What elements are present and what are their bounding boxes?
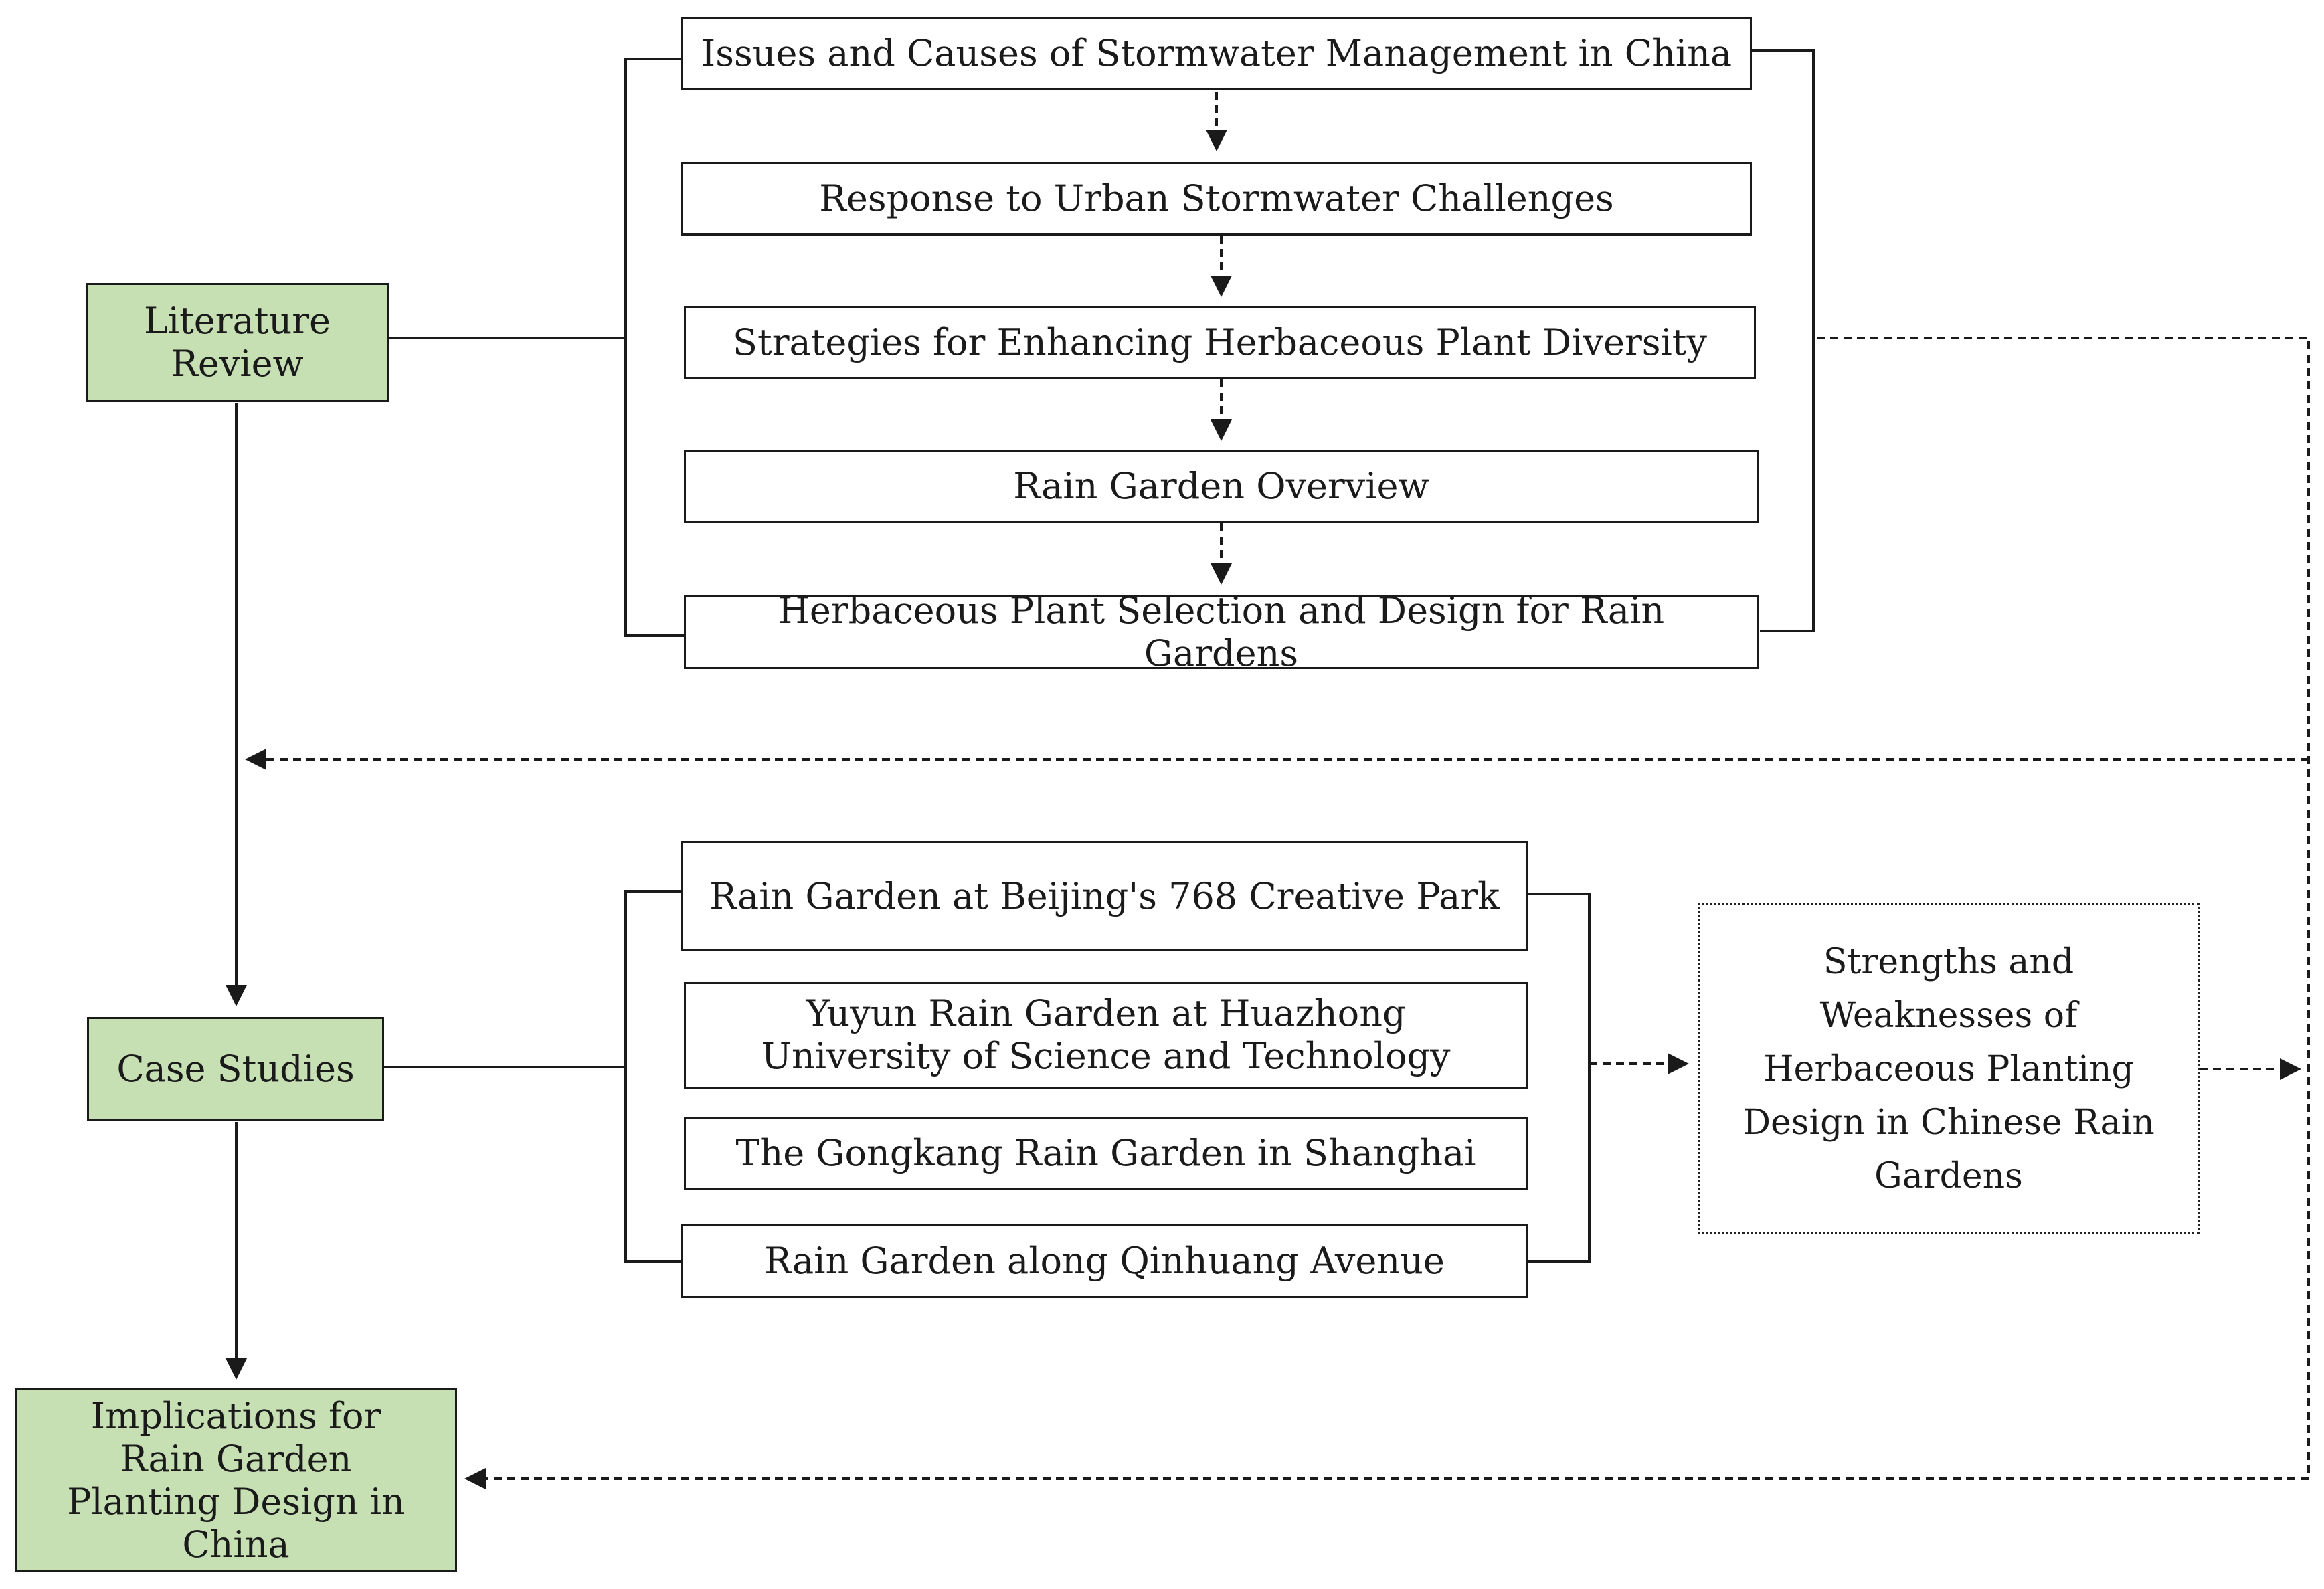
literature-review-label: Literature Review (143, 300, 331, 385)
case-label: Rain Garden along Qinhuang Avenue (764, 1240, 1445, 1282)
topic-box-plant-selection: Herbaceous Plant Selection and Design fo… (684, 589, 1759, 674)
case-studies-label: Case Studies (116, 1047, 355, 1090)
implications-box: Implications for Rain Garden Planting De… (15, 1388, 457, 1572)
analysis-box: Strengths and Weaknesses of Herbaceous P… (1698, 903, 2200, 1234)
case-box-qinhuang: Rain Garden along Qinhuang Avenue (681, 1224, 1528, 1298)
topic-label: Response to Urban Stormwater Challenges (819, 177, 1614, 219)
case-box-gongkang: The Gongkang Rain Garden in Shanghai (684, 1117, 1528, 1190)
case-bracket-left (624, 890, 681, 1263)
case-label: Rain Garden at Beijing's 768 Creative Pa… (709, 874, 1500, 917)
case-label: The Gongkang Rain Garden in Shanghai (735, 1132, 1476, 1174)
analysis-label: Strengths and Weaknesses of Herbaceous P… (1742, 941, 2155, 1196)
topic-label: Rain Garden Overview (1013, 465, 1429, 507)
literature-review-box: Literature Review (86, 283, 389, 402)
topic-box-rain-garden-overview: Rain Garden Overview (684, 450, 1759, 523)
topic-label: Issues and Causes of Stormwater Manageme… (701, 32, 1732, 74)
topic-box-urban-response: Response to Urban Stormwater Challenges (681, 162, 1752, 236)
lit-bracket-left (624, 58, 684, 637)
case-bracket-right (1528, 893, 1591, 1263)
lit-bracket-right (1751, 49, 1815, 632)
implications-label: Implications for Rain Garden Planting De… (67, 1394, 405, 1566)
case-label: Yuyun Rain Garden at Huazhong University… (761, 992, 1451, 1077)
lit-feedback-line (1817, 337, 2310, 1479)
topic-label: Strategies for Enhancing Herbaceous Plan… (733, 321, 1707, 363)
case-box-yuyun: Yuyun Rain Garden at Huazhong University… (684, 982, 1528, 1089)
topic-box-plant-diversity: Strategies for Enhancing Herbaceous Plan… (684, 306, 1756, 379)
topic-label: Herbaceous Plant Selection and Design fo… (778, 589, 1665, 674)
case-box-beijing-768: Rain Garden at Beijing's 768 Creative Pa… (681, 841, 1528, 951)
case-studies-box: Case Studies (87, 1017, 384, 1121)
topic-box-stormwater-issues: Issues and Causes of Stormwater Manageme… (681, 17, 1752, 90)
